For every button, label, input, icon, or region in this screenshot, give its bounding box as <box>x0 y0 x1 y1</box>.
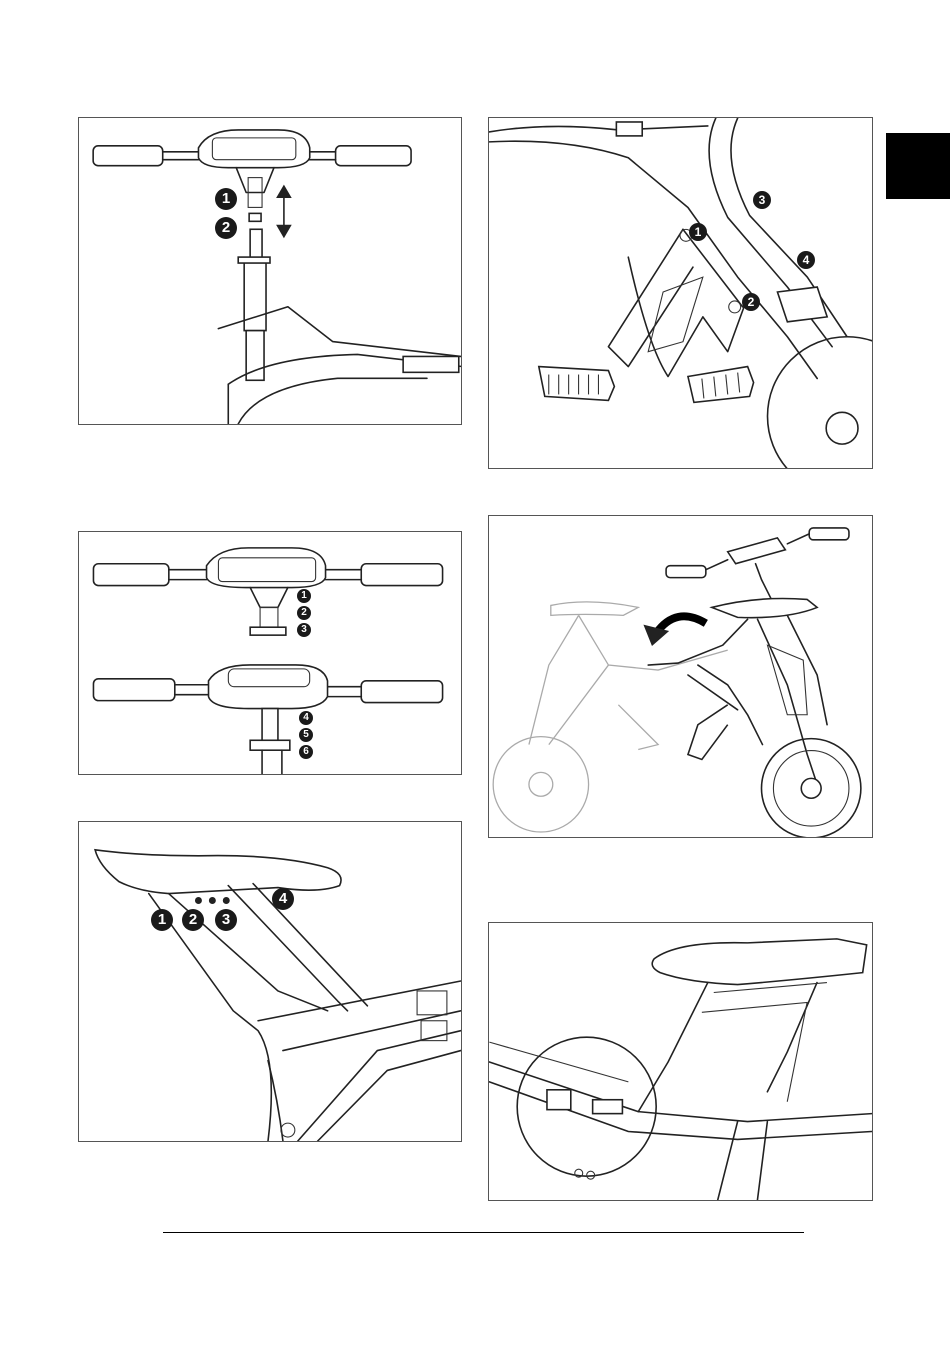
footer-rule <box>163 1232 804 1233</box>
unfold-bike-drawing <box>489 516 872 837</box>
handlebar-positions-drawing <box>79 532 461 774</box>
callout-2: 2 <box>182 909 204 931</box>
seat-battery-detail-drawing <box>489 923 872 1200</box>
figure-seat-battery-detail <box>488 922 873 1201</box>
figure-handlebar-height: 1 2 <box>78 117 462 425</box>
callout-1: 1 <box>215 188 237 210</box>
callout-4: 4 <box>797 251 815 269</box>
figure-seat-bolts: 1 2 3 4 <box>78 821 462 1142</box>
callout-2: 2 <box>297 606 311 620</box>
fold-frame-drawing <box>489 118 872 468</box>
callout-4: 4 <box>299 711 313 725</box>
callout-3: 3 <box>297 623 311 637</box>
callout-2: 2 <box>742 293 760 311</box>
callout-5: 5 <box>299 728 313 742</box>
figure-fold-frame: 1 2 3 4 <box>488 117 873 469</box>
callout-6: 6 <box>299 745 313 759</box>
callout-1: 1 <box>689 223 707 241</box>
callout-1: 1 <box>151 909 173 931</box>
callout-3: 3 <box>753 191 771 209</box>
figure-unfold-bike <box>488 515 873 838</box>
callout-4: 4 <box>272 888 294 910</box>
figure-handlebar-positions: 1 2 3 4 5 6 <box>78 531 462 775</box>
callout-1: 1 <box>297 589 311 603</box>
section-tab-marker <box>886 133 950 199</box>
seat-bolts-drawing <box>79 822 461 1141</box>
handlebar-height-drawing <box>79 118 461 424</box>
callout-3: 3 <box>215 909 237 931</box>
callout-2: 2 <box>215 217 237 239</box>
